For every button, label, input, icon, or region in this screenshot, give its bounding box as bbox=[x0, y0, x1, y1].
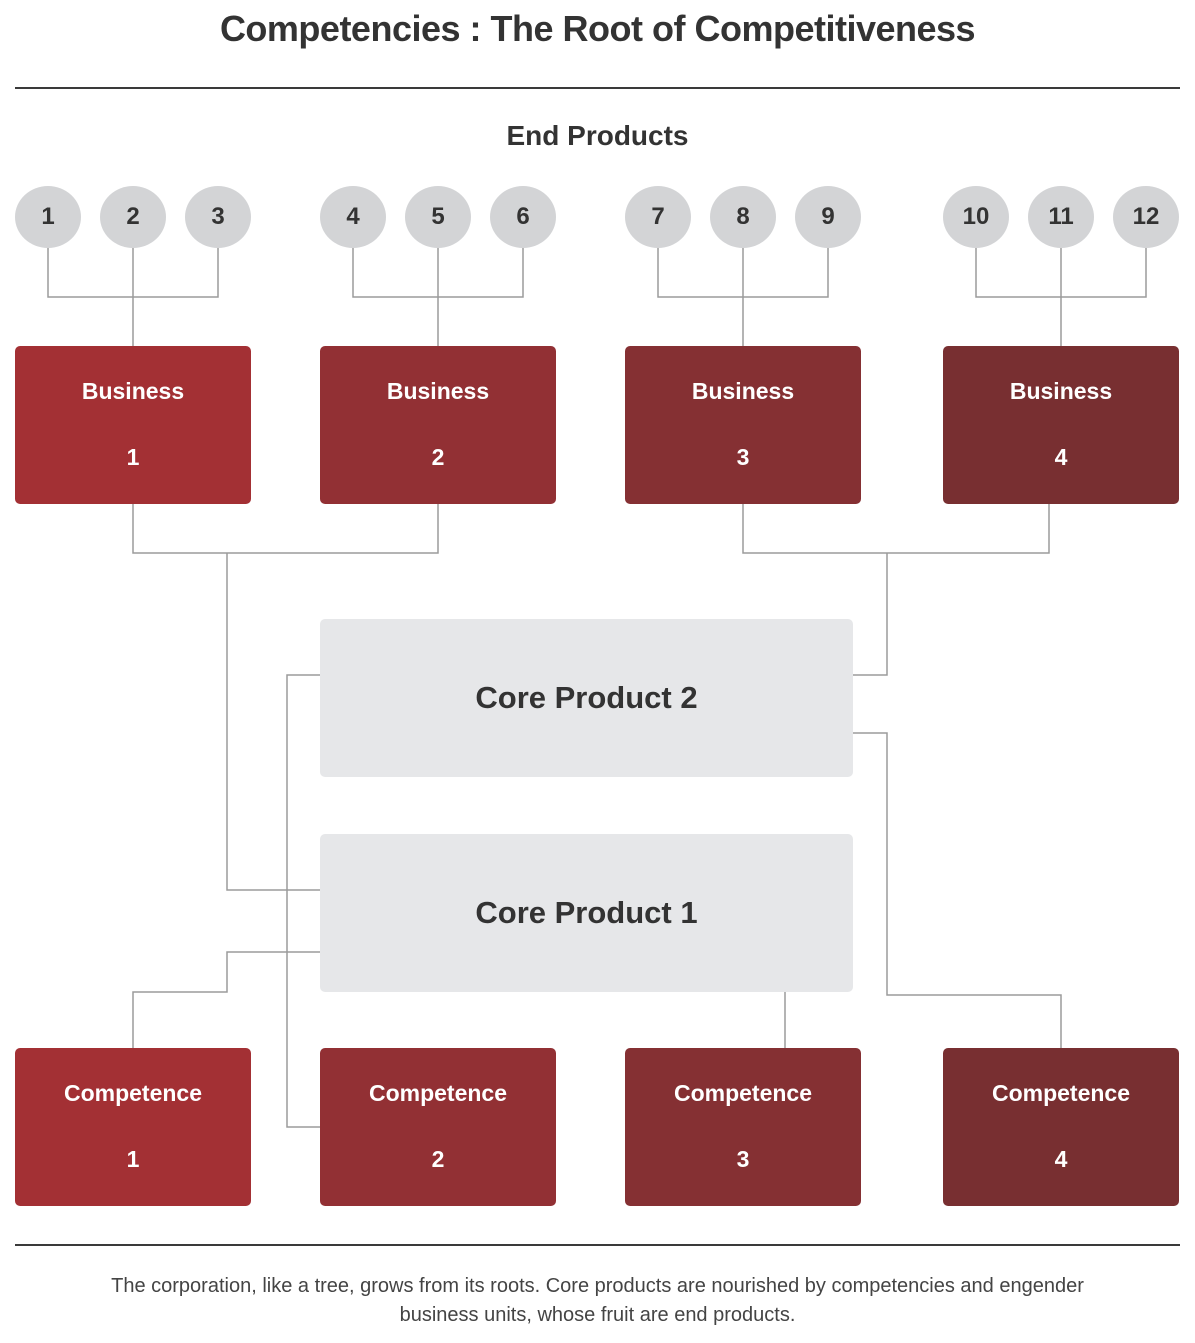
connector-core-1-to-competence-1 bbox=[132, 951, 320, 1049]
end-product-node: 6 bbox=[490, 186, 556, 248]
competence-label: Competence bbox=[368, 1080, 508, 1106]
connector-products-to-business-1 bbox=[47, 248, 219, 347]
competence-number: 4 bbox=[1054, 1146, 1068, 1172]
competence-label: Competence bbox=[991, 1080, 1131, 1106]
end-products-heading: End Products bbox=[506, 120, 689, 151]
end-product-node: 12 bbox=[1113, 186, 1179, 248]
end-product-node: 8 bbox=[710, 186, 776, 248]
connector-core-2-to-competence-2 bbox=[286, 674, 320, 1128]
end-product-node: 3 bbox=[185, 186, 251, 248]
competence-box-4: Competence 4 bbox=[943, 1048, 1179, 1206]
business-box-1: Business 1 bbox=[15, 346, 251, 504]
connector-products-to-business-3 bbox=[657, 248, 829, 347]
end-product-node: 4 bbox=[320, 186, 386, 248]
business-label: Business bbox=[691, 378, 795, 404]
business-box-4: Business 4 bbox=[943, 346, 1179, 504]
business-number: 1 bbox=[126, 444, 140, 470]
end-product-node: 5 bbox=[405, 186, 471, 248]
end-product-node: 7 bbox=[625, 186, 691, 248]
business-label: Business bbox=[386, 378, 490, 404]
end-product-node: 1 bbox=[15, 186, 81, 248]
end-product-node: 9 bbox=[795, 186, 861, 248]
competence-label: Competence bbox=[673, 1080, 813, 1106]
diagram-title: Competencies : The Root of Competitivene… bbox=[219, 8, 976, 49]
top-divider bbox=[15, 87, 1180, 89]
business-number: 3 bbox=[736, 444, 750, 470]
competence-number: 2 bbox=[431, 1146, 445, 1172]
connector-core-2-to-competence-4 bbox=[853, 732, 1062, 1049]
connector-products-to-business-4 bbox=[975, 248, 1147, 347]
competence-label: Competence bbox=[63, 1080, 203, 1106]
connector-business-3-4-to-core-2 bbox=[742, 503, 1050, 676]
end-product-node: 11 bbox=[1028, 186, 1094, 248]
diagram-caption: The corporation, like a tree, grows from… bbox=[111, 1275, 1084, 1326]
competence-box-2: Competence 2 bbox=[320, 1048, 556, 1206]
business-label: Business bbox=[81, 378, 185, 404]
bottom-divider bbox=[15, 1244, 1180, 1246]
connector-products-to-business-2 bbox=[352, 248, 524, 347]
end-product-node: 2 bbox=[100, 186, 166, 248]
business-box-2: Business 2 bbox=[320, 346, 556, 504]
connector-business-1-2-to-core-1 bbox=[132, 503, 439, 891]
business-number: 4 bbox=[1054, 444, 1068, 470]
competence-box-3: Competence 3 bbox=[625, 1048, 861, 1206]
business-label: Business bbox=[1009, 378, 1113, 404]
business-box-3: Business 3 bbox=[625, 346, 861, 504]
business-number: 2 bbox=[431, 444, 445, 470]
competence-box-1: Competence 1 bbox=[15, 1048, 251, 1206]
end-product-node: 10 bbox=[943, 186, 1009, 248]
core-product-1: Core Product 1 bbox=[320, 834, 853, 992]
competence-number: 1 bbox=[126, 1146, 140, 1172]
core-product-2: Core Product 2 bbox=[320, 619, 853, 777]
competence-number: 3 bbox=[736, 1146, 750, 1172]
